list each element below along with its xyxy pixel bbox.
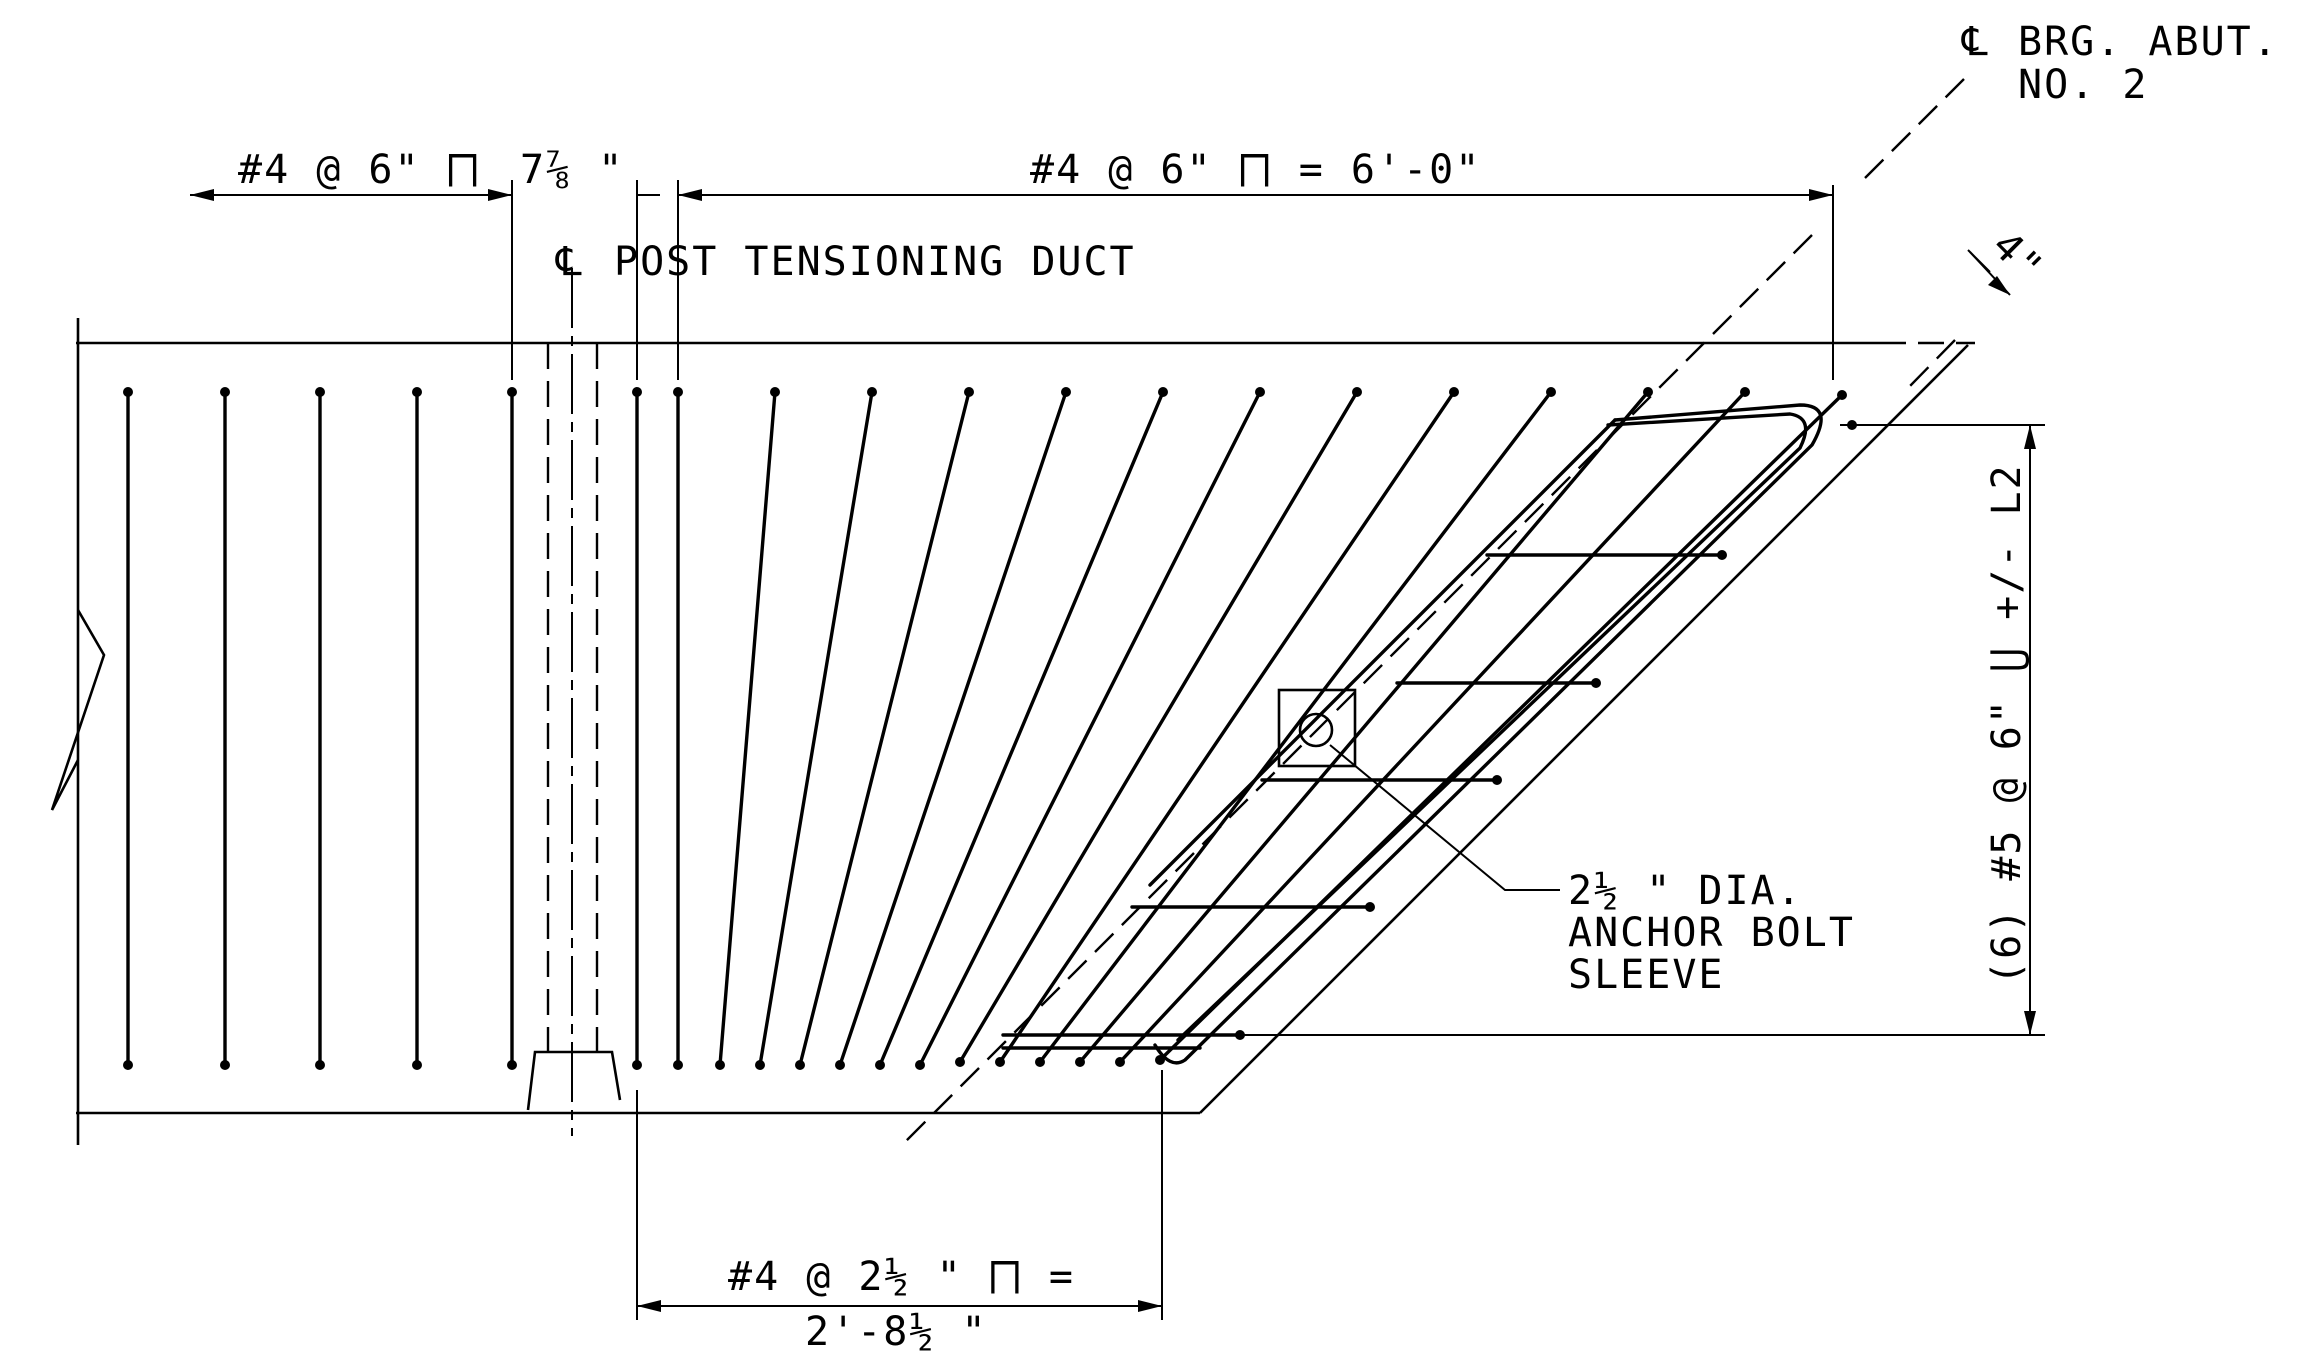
- bolt-label-line2: ANCHOR BOLT: [1568, 910, 1855, 956]
- fanned-bar: [798, 390, 971, 1067]
- bar-end: [1352, 387, 1362, 397]
- bar-end: [1158, 387, 1168, 397]
- bar-end: [835, 1060, 845, 1070]
- dimension-lines: [190, 180, 2045, 1320]
- break-line: [50, 609, 106, 811]
- bar-end: [875, 1060, 885, 1070]
- bar-end: [123, 387, 133, 397]
- straight-bars: [123, 387, 683, 1070]
- fanned-bar: [878, 390, 1165, 1067]
- bar-end: [673, 387, 683, 397]
- bearing-centerline: [901, 72, 1971, 1146]
- bar-end: [632, 1060, 642, 1070]
- bar-end: [673, 1060, 683, 1070]
- bar-end: [770, 387, 780, 397]
- bar-end: [755, 1060, 765, 1070]
- bar-end: [220, 387, 230, 397]
- brg-label-line1: BRG. ABUT.: [2018, 19, 2279, 65]
- bar-end: [867, 387, 877, 397]
- bar-end: [315, 387, 325, 397]
- bar-end: [1035, 1057, 1045, 1067]
- bolt-label-line1: 2½ " DIA.: [1568, 868, 1803, 914]
- bar-end: [412, 387, 422, 397]
- gap-dimension-label: 7⅞ ": [520, 147, 624, 193]
- bar-end: [315, 1060, 325, 1070]
- fanned-bar: [1038, 390, 1553, 1064]
- bar-end: [995, 1057, 1005, 1067]
- fanned-bar: [758, 390, 874, 1067]
- fanned-bar: [718, 390, 777, 1067]
- brg-cl-symbol: ℄: [1961, 19, 1990, 65]
- bar-end: [1365, 902, 1375, 912]
- labels: ℄ BRG. ABUT. NO. 2 #4 @ 6" ⨅ 7⅞ " #4 @ 6…: [238, 19, 2279, 1355]
- fanned-bar: [1078, 390, 1650, 1064]
- bar-end: [507, 1060, 517, 1070]
- fanned-bar: [838, 390, 1068, 1067]
- fanned-bars: [715, 387, 1857, 1070]
- bar-end: [123, 1060, 133, 1070]
- bar-end: [1115, 1057, 1125, 1067]
- bar-end: [1643, 387, 1653, 397]
- bottom-spacing-label: #4 @ 2½ " ⨅ =: [728, 1254, 1075, 1300]
- bar-end: [412, 1060, 422, 1070]
- bar-end: [1449, 387, 1459, 397]
- u-bars: [1148, 403, 1823, 1065]
- bar-end: [955, 1057, 965, 1067]
- bolt-label-line3: SLEEVE: [1568, 952, 1725, 998]
- fanned-bar: [998, 390, 1456, 1064]
- bar-end: [1740, 387, 1750, 397]
- bar-end: [715, 1060, 725, 1070]
- duct-label: POST TENSIONING DUCT: [614, 239, 1136, 285]
- left-spacing-label: #4 @ 6" ⨅: [238, 147, 481, 193]
- post-tensioning-duct: [526, 268, 622, 1136]
- bar-end: [507, 387, 517, 397]
- bar-end: [1061, 387, 1071, 397]
- anchor-bolt-leader: [1329, 744, 1560, 891]
- bar-end: [1255, 387, 1265, 397]
- bar-end: [632, 387, 642, 397]
- deck-outline: [50, 318, 1975, 1145]
- bar-end: [964, 387, 974, 397]
- bar-end: [915, 1060, 925, 1070]
- bar-end: [1591, 678, 1601, 688]
- bar-end: [1546, 387, 1556, 397]
- bar-end: [1492, 775, 1502, 785]
- fanned-bar: [1118, 390, 1747, 1064]
- horizontal-bars: [1001, 550, 1727, 1050]
- anchor-bolt-sleeve: [1277, 688, 1560, 891]
- bar-end: [220, 1060, 230, 1070]
- fanned-bar: [918, 390, 1262, 1067]
- bar-end: [1837, 390, 1847, 400]
- bottom-length-label: 2'-8½ ": [805, 1309, 988, 1355]
- bar-end: [1075, 1057, 1085, 1067]
- duct-cl-symbol: ℄: [555, 239, 584, 285]
- right-spacing-label: #4 @ 6" ⨅ = 6'-0": [1030, 147, 1481, 193]
- fanned-bar: [958, 390, 1359, 1064]
- bar-end: [1717, 550, 1727, 560]
- bar-end: [795, 1060, 805, 1070]
- vertical-bars-label: (6) #5 @ 6" ⋃ +/- L2: [1984, 463, 2030, 985]
- brg-label-line2: NO. 2: [2018, 62, 2148, 108]
